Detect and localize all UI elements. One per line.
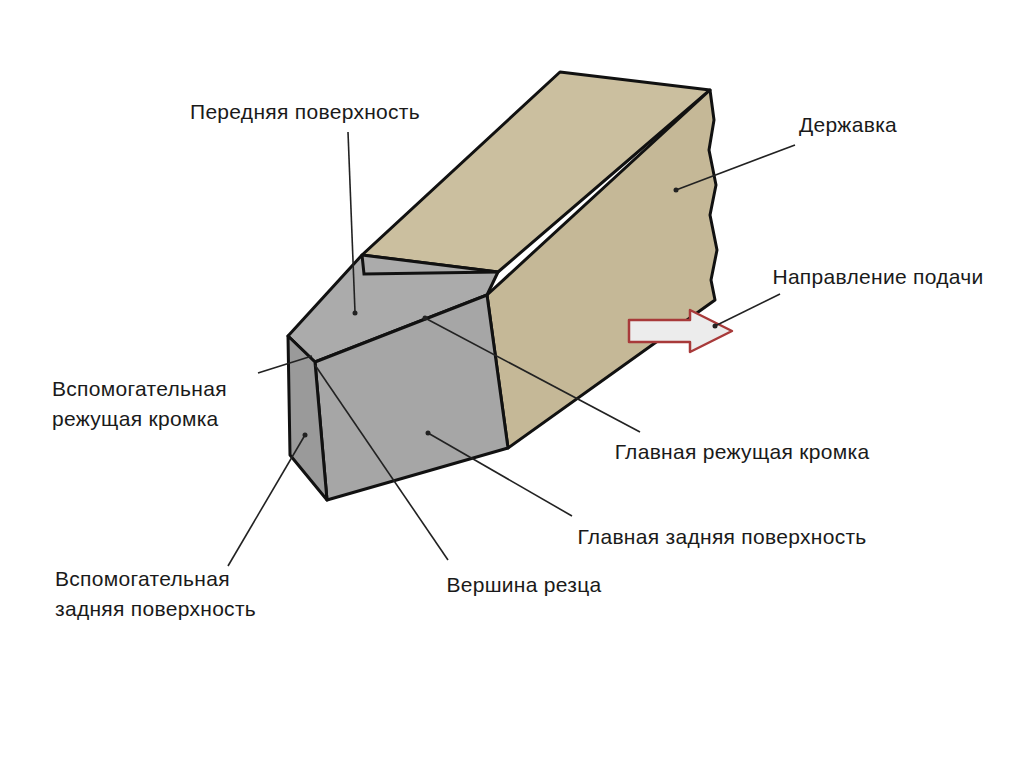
leader-line bbox=[676, 145, 795, 190]
part-label: Державка bbox=[799, 110, 897, 140]
auxiliary-flank-face bbox=[288, 336, 327, 500]
part-label: Главная режущая кромка bbox=[615, 437, 870, 467]
main-flank-face bbox=[315, 295, 508, 500]
leader-line bbox=[428, 433, 572, 516]
part-label: Передняя поверхность bbox=[190, 97, 420, 127]
rake-chamfer bbox=[362, 255, 498, 274]
part-label: Направление подачи bbox=[772, 262, 983, 292]
leader-dot bbox=[713, 324, 718, 329]
part-label: Вершина резца bbox=[446, 570, 601, 600]
leader-dot bbox=[353, 311, 358, 316]
feed-arrow bbox=[629, 310, 732, 352]
holder-side-face bbox=[487, 90, 717, 448]
part-label: Главная задняя поверхность bbox=[577, 522, 866, 552]
leader-line bbox=[348, 132, 355, 312]
leader-line bbox=[258, 356, 312, 373]
leader-line bbox=[228, 435, 305, 566]
leader-line bbox=[315, 365, 448, 560]
part-label: Вспомогательная задняя поверхность bbox=[55, 564, 285, 624]
leader-dot bbox=[303, 433, 308, 438]
leader-line bbox=[425, 318, 640, 432]
leader-dot bbox=[423, 316, 428, 321]
leader-dot bbox=[426, 431, 431, 436]
leader-dot bbox=[674, 188, 679, 193]
part-label: Вспомогательная режущая кромка bbox=[52, 374, 262, 434]
leader-line bbox=[715, 294, 780, 326]
